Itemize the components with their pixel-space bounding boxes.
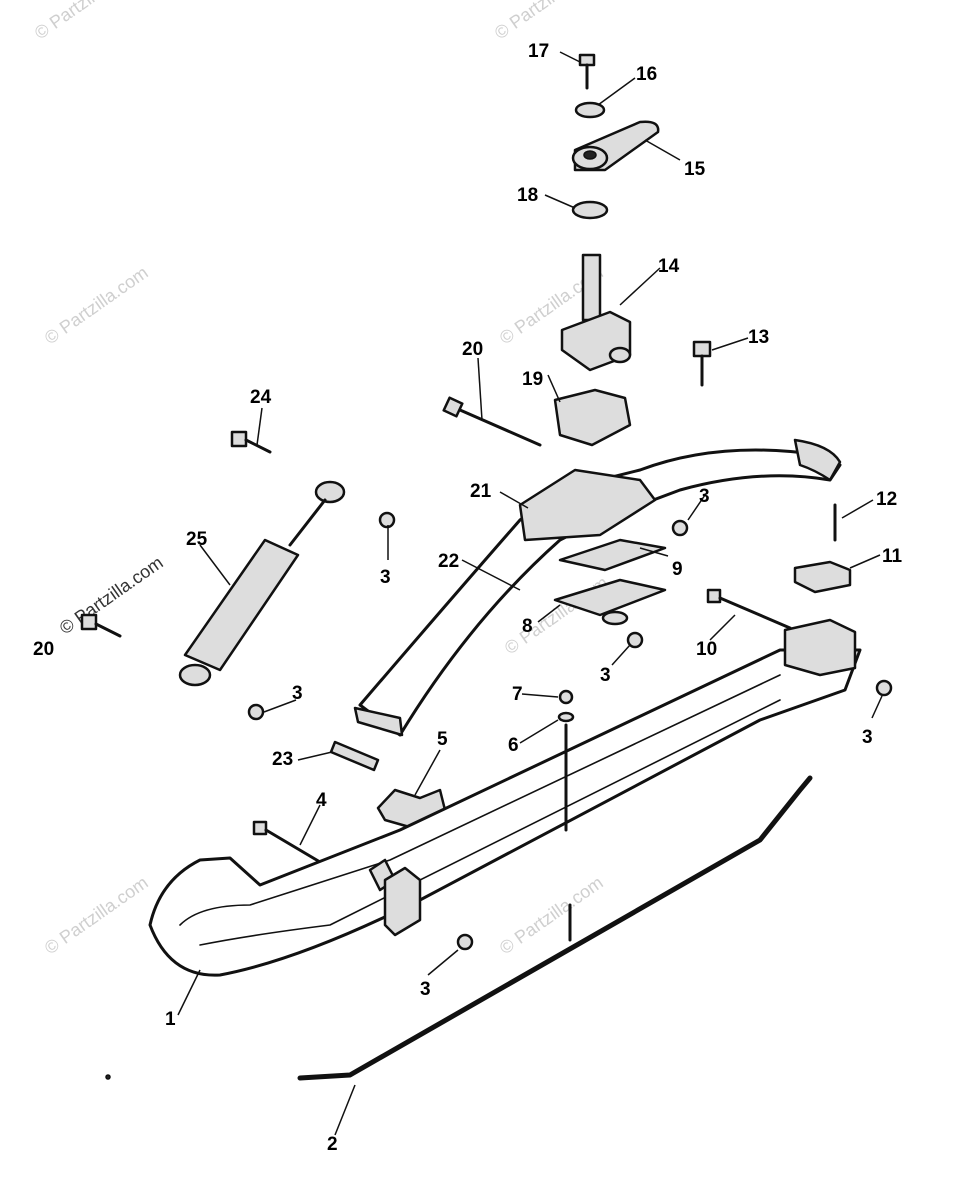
part-10-bolt — [706, 588, 792, 630]
callout-22: 22 — [438, 551, 459, 572]
callout-12: 12 — [876, 489, 897, 510]
part-16-washer — [574, 101, 606, 119]
part-6-washer — [557, 711, 575, 723]
part-8-stud — [601, 610, 629, 626]
watermark-text: © Partzilla.com — [496, 872, 607, 958]
leader-lines — [177, 51, 883, 1136]
watermark-text: © Partzilla.com — [56, 552, 167, 638]
callout-13: 13 — [748, 327, 769, 348]
part-26-bolt — [80, 613, 122, 638]
callout-4: 4 — [316, 790, 327, 811]
callout-3-ski-rear: 3 — [862, 727, 873, 748]
part-2-wear-bar — [297, 775, 813, 1081]
watermark-text: © Partzilla.com — [31, 0, 142, 43]
part-4-bolt — [252, 820, 322, 864]
callout-6: 6 — [508, 735, 519, 756]
part-20-bolt — [442, 396, 542, 447]
part-15-steering-arm — [571, 120, 660, 172]
callout-18: 18 — [517, 185, 538, 206]
watermark-text: © Partzilla.com — [41, 262, 152, 348]
callout-14: 14 — [658, 256, 680, 277]
callout-3-ski-front: 3 — [420, 979, 431, 1000]
callout-1: 1 — [165, 1009, 176, 1030]
watermark-text: © Partzilla.com — [501, 572, 612, 658]
callout-9: 9 — [672, 559, 683, 580]
callout-15: 15 — [684, 159, 706, 180]
part-21-bracket — [518, 468, 657, 542]
part-11-clamp — [793, 560, 852, 594]
watermark-text: © Partzilla.com — [491, 0, 602, 43]
stray-dot — [105, 1074, 111, 1080]
callout-20-upper: 20 — [462, 339, 483, 360]
callout-3-shock-top: 3 — [380, 567, 391, 588]
part-3-nuts — [247, 511, 893, 951]
callout-8: 8 — [522, 616, 533, 637]
part-23-pin — [329, 740, 380, 772]
callout-11: 11 — [882, 546, 903, 567]
callout-10: 10 — [696, 639, 717, 660]
callout-3-shock-bottom: 3 — [292, 683, 303, 704]
part-13-bolt — [692, 340, 712, 387]
callout-7: 7 — [512, 684, 523, 705]
part-1-ski — [148, 618, 862, 977]
callout-3-bracket: 3 — [699, 486, 710, 507]
callout-17: 17 — [528, 41, 549, 62]
callout-25: 25 — [186, 529, 208, 550]
part-17-bolt — [578, 53, 596, 90]
part-18-washer — [571, 200, 609, 220]
callout-3-plate: 3 — [600, 665, 611, 686]
callout-2: 2 — [327, 1134, 338, 1155]
callout-5: 5 — [437, 729, 448, 750]
part-8-plate — [553, 578, 667, 617]
callout-23: 23 — [272, 749, 293, 770]
part-25-shock-absorber — [178, 480, 346, 687]
callout-labels: 17 16 15 18 14 13 20 19 24 3 21 22 25 3 … — [33, 41, 903, 1155]
callout-20-lower: 20 — [33, 639, 54, 660]
callout-24: 24 — [250, 387, 272, 408]
part-24-bolt — [230, 430, 272, 454]
part-14-spindle — [560, 253, 632, 372]
callout-21: 21 — [470, 481, 492, 502]
watermark-text: © Partzilla.com — [41, 872, 152, 958]
callout-16: 16 — [636, 64, 657, 85]
part-7-nut — [558, 689, 574, 705]
part-9-plate — [558, 538, 667, 572]
callout-19: 19 — [522, 369, 543, 390]
part-19-bushing — [553, 388, 632, 447]
